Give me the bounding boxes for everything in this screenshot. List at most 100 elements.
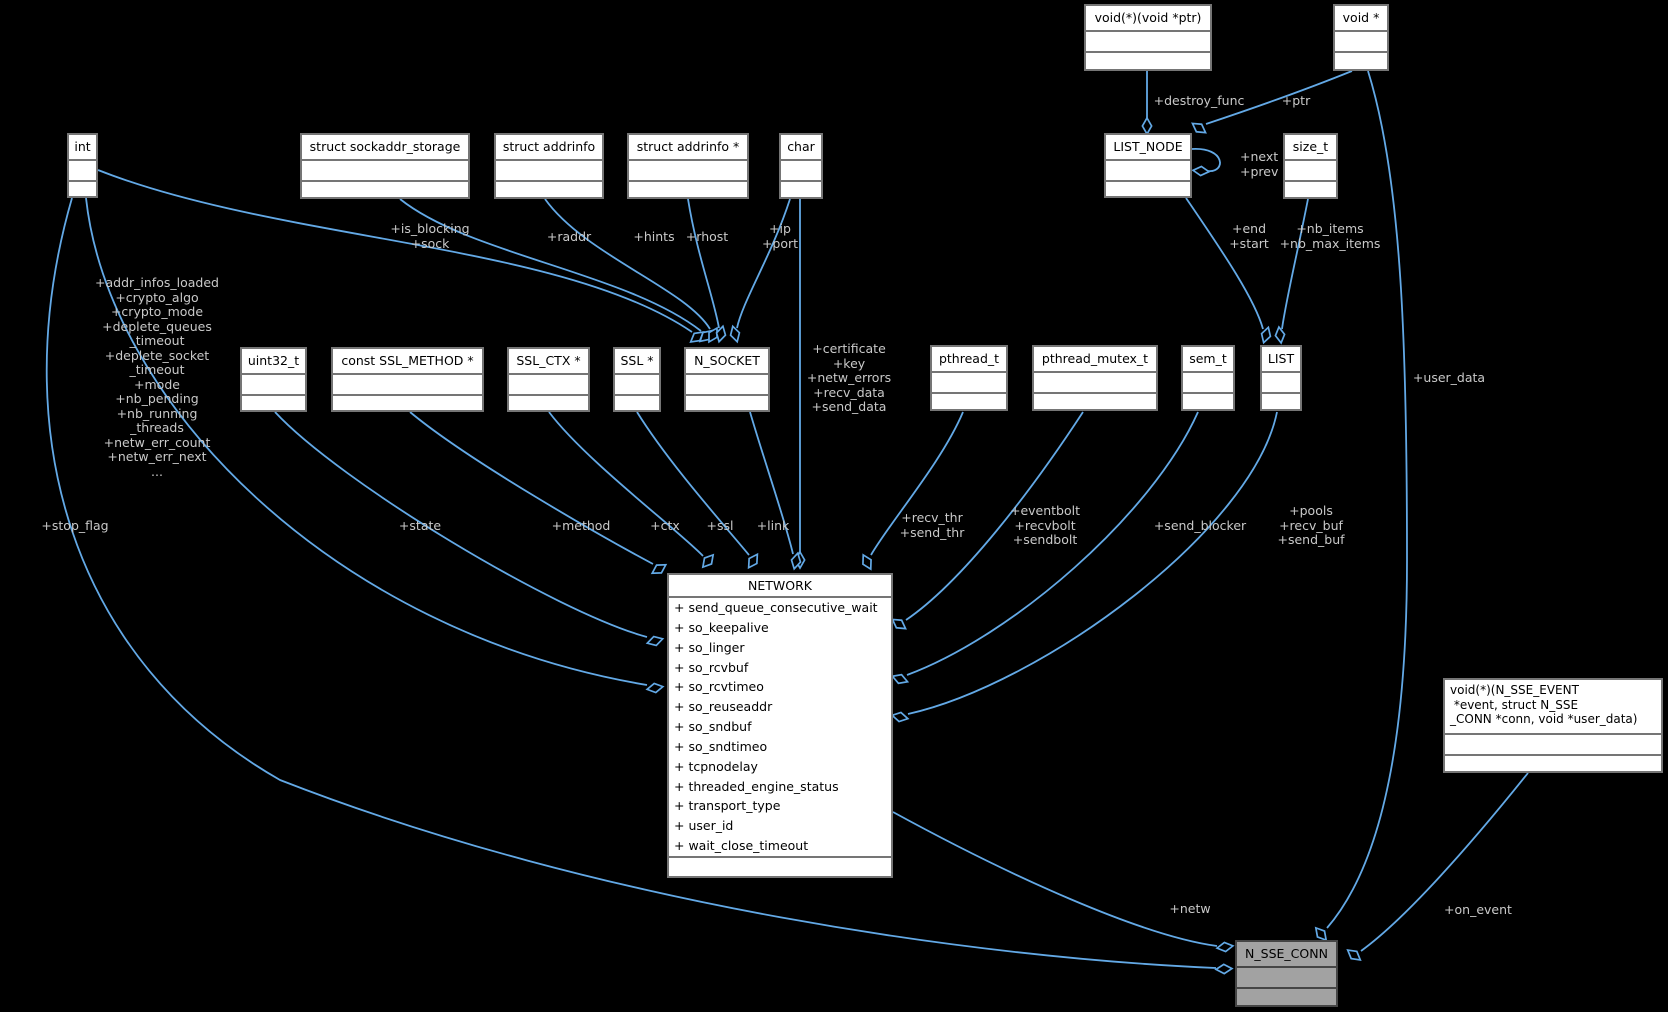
aggregation-diamond-recv_thr	[862, 553, 872, 571]
edge-label-pools: +pools+recv_buf+send_buf	[1277, 503, 1344, 548]
class-node-pthread-mutex-t[interactable]: pthread_mutex_t	[1032, 345, 1158, 411]
class-title: NETWORK	[669, 575, 891, 598]
edge-label-line: +raddr	[546, 229, 592, 244]
edge-label-line: +nb_items	[1296, 221, 1364, 236]
edge-label-line: +is_blocking	[390, 221, 470, 236]
edge-label-line: +mode	[134, 376, 180, 392]
node-compartment	[1445, 756, 1661, 771]
edge-int_network	[85, 197, 648, 686]
edge-label-line: +nb_running	[116, 405, 198, 421]
edge-label-state: +state	[398, 518, 442, 534]
class-node-n-socket[interactable]: N_SOCKET	[684, 347, 770, 412]
node-compartment	[1034, 373, 1156, 394]
edge-label-line: +recv_data	[813, 384, 885, 400]
class-node-uint32-t[interactable]: uint32_t	[240, 347, 307, 412]
class-node-sse-event-callback[interactable]: void(*)(N_SSE_EVENT *event, struct N_SSE…	[1443, 678, 1663, 773]
aggregation-diamond-end_start	[1260, 325, 1272, 345]
edge-label-line: _timeout	[129, 362, 185, 377]
class-title-line: *event, struct N_SSE	[1450, 697, 1579, 712]
edge-ctx	[548, 411, 704, 557]
class-node-pthread-t[interactable]: pthread_t	[930, 345, 1008, 411]
node-compartment	[669, 856, 891, 876]
edge-label-ip_port: +ip+port	[762, 221, 798, 251]
edge-label-line: +recv_buf	[1279, 517, 1343, 533]
class-node-int[interactable]: int	[67, 133, 98, 198]
class-node-n-sse-conn[interactable]: N_SSE_CONN	[1235, 940, 1338, 1007]
edge-hints	[544, 198, 711, 330]
edge-ssl	[636, 411, 750, 556]
edge-label-line: +netw_errors	[806, 370, 892, 385]
class-title: N_SSE_CONN	[1237, 942, 1336, 968]
class-node-list-node[interactable]: LIST_NODE	[1104, 133, 1192, 198]
edge-ip_port	[736, 198, 791, 329]
class-title: struct addrinfo *	[629, 135, 747, 161]
aggregation-diamond-link	[790, 551, 802, 571]
edge-label-hints: +hints	[633, 229, 675, 245]
class-node-ssl-method[interactable]: const SSL_METHOD *	[331, 347, 484, 412]
node-compartment	[629, 182, 747, 197]
node-compartment	[1285, 182, 1336, 197]
edge-label-line: +nb_max_items	[1279, 235, 1381, 251]
edge-label-nb_items: +nb_items+nb_max_items	[1279, 221, 1381, 251]
edge-label-line: +nb_pending	[115, 391, 199, 406]
network-attribute: + so_reuseaddr	[674, 699, 773, 715]
network-attribute: + transport_type	[674, 798, 781, 814]
edge-stop_flag	[45, 197, 1217, 969]
class-node-addrinfo-ptr[interactable]: struct addrinfo *	[627, 133, 749, 199]
class-node-void-ptr[interactable]: void *	[1333, 4, 1389, 71]
edge-label-line: +ssl	[706, 518, 734, 533]
node-compartment	[242, 396, 305, 410]
edge-label-stop_flag: +stop_flag	[41, 518, 109, 534]
node-compartment	[615, 396, 659, 410]
edge-label-line: +end	[1231, 221, 1267, 236]
class-title: sem_t	[1183, 347, 1233, 373]
edge-label-rhost: +rhost	[686, 229, 728, 245]
edge-rhost	[687, 198, 720, 329]
edge-label-line: +destroy_func	[1153, 93, 1245, 108]
network-attribute: + tcpnodelay	[674, 758, 758, 774]
network-attribute: + threaded_engine_status	[674, 778, 839, 794]
class-title-line: void(*)(N_SSE_EVENT	[1450, 683, 1579, 697]
edge-label-line: +hints	[633, 229, 675, 244]
class-node-ssl-ctx[interactable]: SSL_CTX *	[507, 347, 590, 412]
node-compartment	[69, 161, 96, 182]
edge-label-ssl: +ssl	[706, 518, 734, 534]
network-attribute: + so_linger	[674, 639, 745, 655]
edge-label-line: +state	[398, 518, 442, 533]
class-node-network[interactable]: NETWORK + send_queue_consecutive_wait+ s…	[667, 573, 893, 878]
edge-label-raddr: +raddr	[546, 229, 592, 245]
network-attribute: + wait_close_timeout	[674, 838, 809, 854]
node-compartment	[1335, 53, 1387, 69]
class-node-void-fn-ptr[interactable]: void(*)(void *ptr)	[1084, 4, 1212, 71]
aggregation-diamond-state	[645, 635, 665, 647]
aggregation-diamond-pools	[890, 711, 910, 723]
edge-label-line: +send_blocker	[1153, 518, 1247, 533]
network-attribute: + so_sndbuf	[674, 719, 752, 735]
edge-label-method: +method	[552, 518, 611, 534]
edge-label-line: +prev	[1240, 163, 1279, 179]
class-node-sem-t[interactable]: sem_t	[1181, 345, 1235, 411]
node-compartment	[1335, 32, 1387, 53]
class-title: pthread_mutex_t	[1034, 347, 1156, 373]
network-attribute: + so_rcvtimeo	[674, 679, 764, 695]
edge-label-line: +stop_flag	[41, 518, 109, 533]
class-title: SSL *	[615, 349, 659, 375]
class-title: LIST	[1262, 347, 1300, 373]
node-compartment	[302, 161, 468, 182]
class-title: SSL_CTX *	[509, 349, 588, 375]
edge-label-line: +addr_infos_loaded	[95, 275, 219, 290]
edge-next_prev	[1191, 148, 1221, 172]
class-node-sockaddr-storage[interactable]: struct sockaddr_storage	[300, 133, 470, 199]
edge-label-send_blocker: +send_blocker	[1153, 518, 1247, 534]
class-node-ssl-ptr[interactable]: SSL *	[613, 347, 661, 412]
class-node-list[interactable]: LIST	[1260, 345, 1302, 411]
class-node-size-t[interactable]: size_t	[1283, 133, 1338, 199]
class-title: size_t	[1285, 135, 1336, 161]
edge-label-certificate: +certificate+key+netw_errors+recv_data+s…	[806, 341, 892, 415]
aggregation-diamond-next_prev	[1191, 165, 1211, 177]
class-node-addrinfo[interactable]: struct addrinfo	[494, 133, 604, 199]
aggregation-diamond-nb_items	[1274, 325, 1286, 345]
edge-raddr	[399, 198, 702, 332]
class-node-char[interactable]: char	[779, 133, 823, 199]
edge-label-line: +deplete_queues	[102, 318, 212, 334]
